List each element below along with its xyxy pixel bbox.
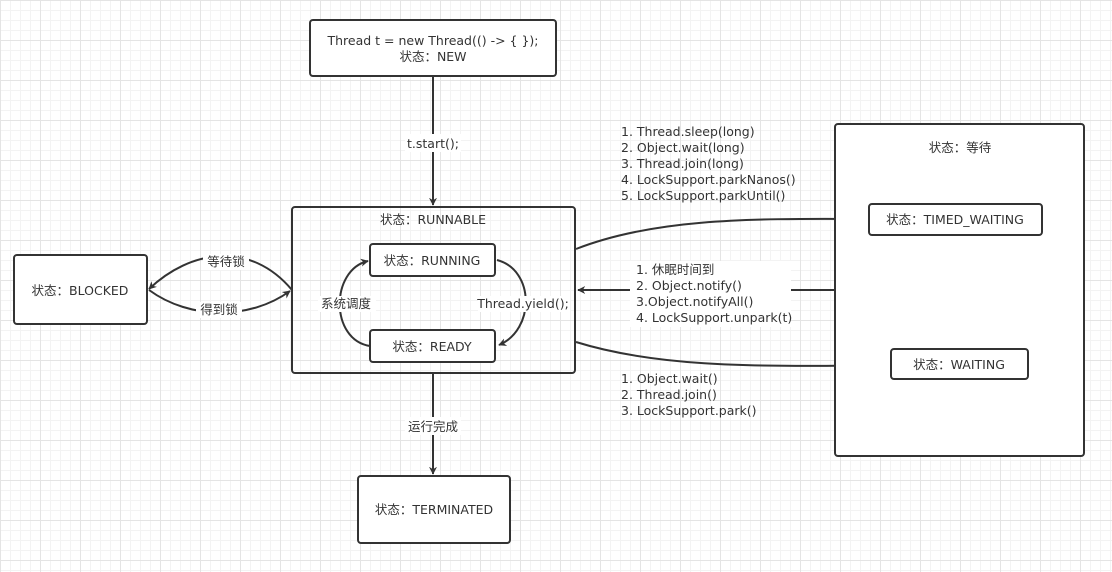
svg-text:系统调度: 系统调度	[321, 296, 372, 311]
edge-to-timed-waiting: 1. Thread.sleep(long) 2. Object.wait(lon…	[575, 124, 867, 250]
node-ready: 状态：READY	[369, 329, 496, 363]
node-timed-waiting: 状态：TIMED_WAITING	[868, 203, 1043, 236]
edge-to-waiting: 1. Object.wait() 2. Thread.join() 3. Loc…	[575, 341, 889, 418]
edge-got-lock: 得到锁	[148, 289, 291, 318]
svg-text:1. Object.wait() 2. Thre: 1. Object.wait() 2. Thread.join() 3. Loc…	[621, 371, 757, 418]
svg-text:状态：READY: 状态：READY	[392, 339, 472, 354]
svg-text:状态：TERMINATED: 状态：TERMINATED	[375, 502, 493, 517]
svg-text:状态：WAITING: 状态：WAITING	[913, 357, 1005, 372]
edge-wait-lock: 等待锁	[148, 254, 293, 291]
node-running: 状态：RUNNING	[369, 243, 496, 277]
node-waiting: 状态：WAITING	[890, 348, 1029, 380]
svg-text:状态：BLOCKED: 状态：BLOCKED	[32, 283, 129, 298]
svg-text:状态：NEW: 状态：NEW	[399, 49, 466, 64]
svg-text:状态：RUNNABLE: 状态：RUNNABLE	[380, 212, 486, 227]
edge-label-start: t.start();	[407, 136, 459, 151]
node-blocked: 状态：BLOCKED	[13, 254, 148, 325]
node-runnable: 状态：RUNNABLE	[291, 206, 576, 374]
edge-yield: Thread.yield();	[476, 259, 570, 346]
edge-schedule: 系统调度	[318, 258, 376, 347]
edge-label-finish: 运行完成	[408, 419, 458, 434]
node-new: Thread t = new Thread(() -> { }); 状态：NEW	[309, 19, 557, 77]
svg-text:1. Thread.sleep(long) 2.: 1. Thread.sleep(long) 2. Object.wait(lon…	[621, 124, 800, 203]
svg-text:状态：RUNNING: 状态：RUNNING	[384, 253, 481, 268]
node-terminated: 状态：TERMINATED	[357, 475, 511, 544]
svg-text:Thread.yield();: Thread.yield();	[476, 296, 569, 311]
edge-start: t.start();	[405, 76, 461, 206]
edge-finish: 运行完成	[405, 373, 461, 475]
svg-text:等待锁: 等待锁	[207, 254, 245, 269]
edge-back-to-runnable: 1. 休眠时间到 2. Object.notify() 3.Object.not…	[577, 261, 835, 327]
svg-text:Thread t = new Thread(() -> {: Thread t = new Thread(() -> { });	[326, 33, 538, 48]
svg-text:状态：TIMED_WAITING: 状态：TIMED_WAITING	[886, 212, 1024, 227]
svg-text:1. 休眠时间到 2. Object.notif: 1. 休眠时间到 2. Object.notify() 3.Object.not…	[636, 262, 792, 325]
node-waiting-group: 状态：等待	[834, 123, 1085, 457]
svg-text:状态：等待: 状态：等待	[929, 140, 992, 155]
svg-text:得到锁: 得到锁	[200, 302, 238, 317]
